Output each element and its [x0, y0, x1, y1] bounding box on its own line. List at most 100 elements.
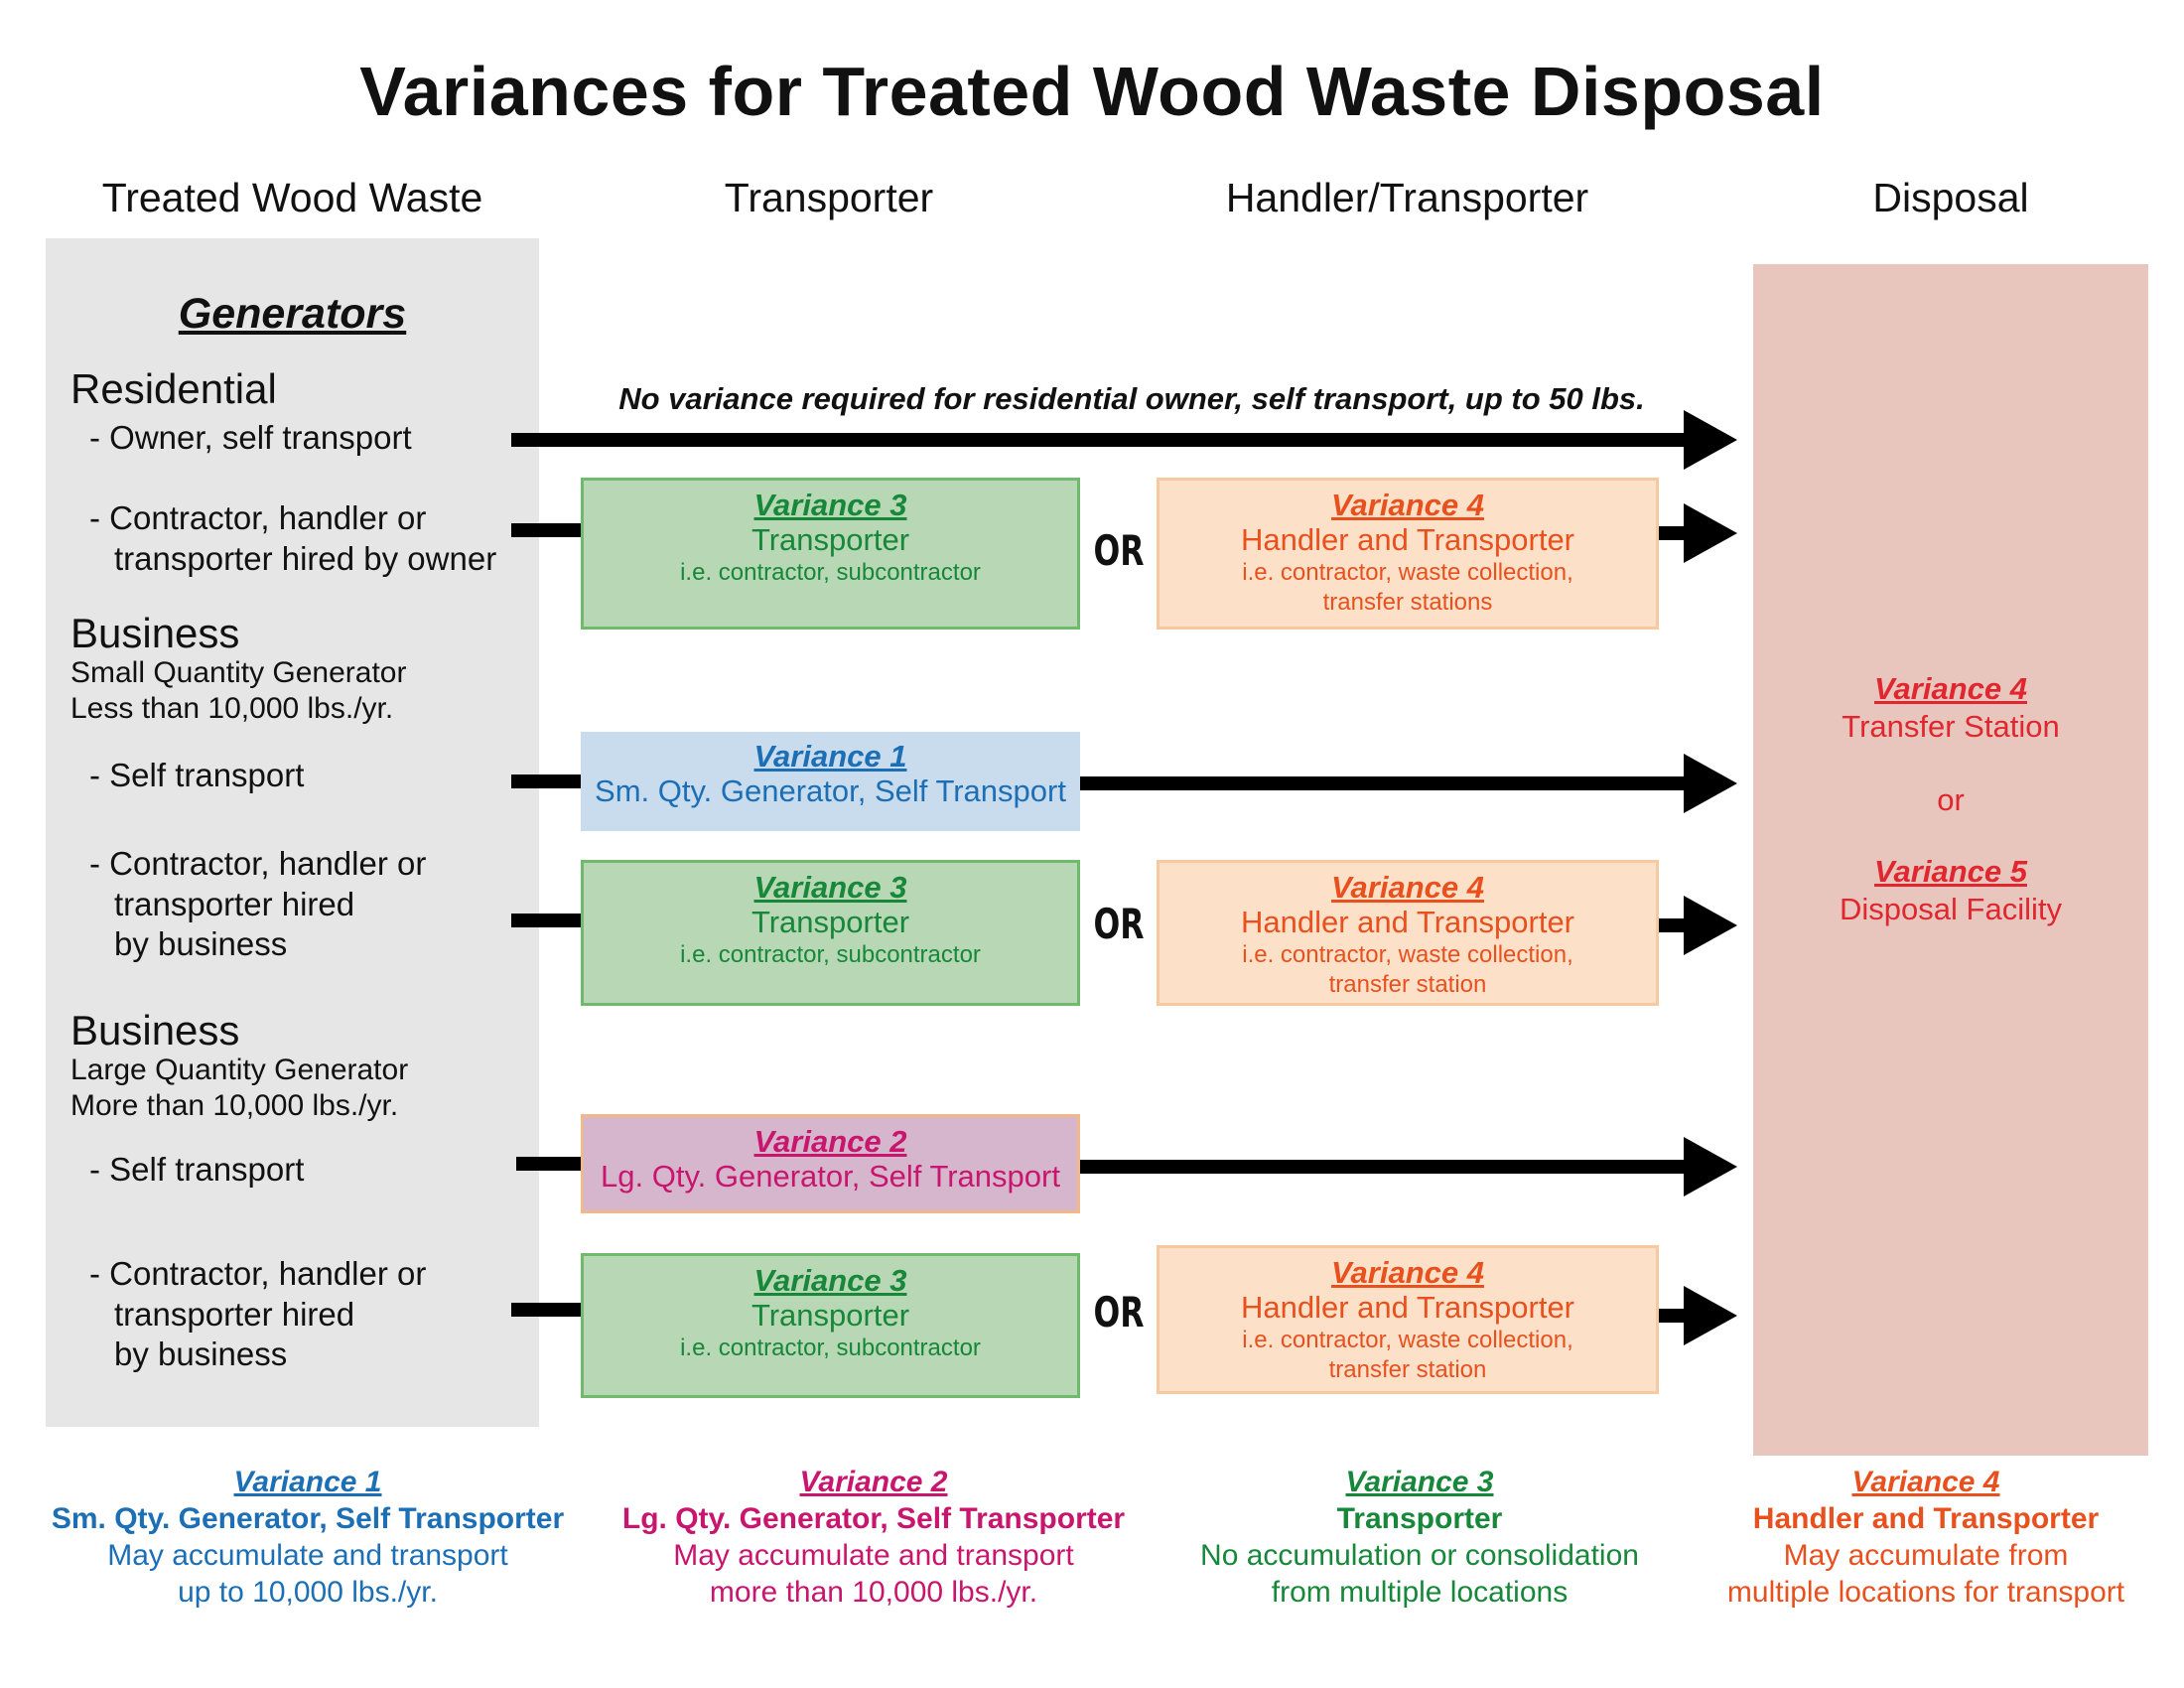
- arrow-line-residential-owner: [511, 433, 1693, 447]
- legend-variance-2: Variance 2 Lg. Qty. Generator, Self Tran…: [596, 1464, 1152, 1611]
- variance-3-detail: i.e. contractor, subcontractor: [680, 1335, 981, 1361]
- column-header-transporter: Transporter: [724, 175, 934, 220]
- variance-2-label: Lg. Qty. Generator, Self Transport: [601, 1159, 1060, 1194]
- arrow-head-residential-hired: [1684, 503, 1737, 563]
- variance-4-box-large-business: Variance 4 Handler and Transporter i.e. …: [1157, 1245, 1659, 1394]
- variance-3-name: Variance 3: [753, 870, 907, 905]
- variance-1-label: Sm. Qty. Generator, Self Transport: [595, 774, 1066, 808]
- variance-4-box-residential: Variance 4 Handler and Transporter i.e. …: [1157, 478, 1659, 630]
- business-small-hired-line2: transporter hired: [114, 886, 355, 922]
- variance-4-detail-line2: transfer stations: [1322, 589, 1493, 616]
- variance-4-name: Variance 4: [1331, 1255, 1484, 1290]
- arrow-head-small-self: [1684, 754, 1737, 813]
- variance-4-detail-line1: i.e. contractor, waste collection,: [1242, 1327, 1573, 1353]
- or-label-row3: OR: [1093, 1288, 1145, 1336]
- variance-4-label: Handler and Transporter: [1240, 522, 1575, 557]
- connector-residential-hired: [511, 523, 581, 537]
- connector-small-self: [511, 774, 581, 788]
- legend-variance-1-line1: May accumulate and transport: [107, 1539, 508, 1572]
- legend-variance-4-label: Handler and Transporter: [1752, 1502, 2100, 1535]
- connector-large-self: [516, 1157, 581, 1171]
- residential-hired-item-line1: - Contractor, handler or: [89, 499, 427, 536]
- arrow-line-large-self: [1080, 1160, 1693, 1174]
- arrow-head-small-hired: [1684, 896, 1737, 955]
- arrow-head-large-self: [1684, 1137, 1737, 1196]
- legend-variance-4-line1: May accumulate from: [1783, 1539, 2069, 1572]
- variance-2-box: Variance 2 Lg. Qty. Generator, Self Tran…: [581, 1114, 1080, 1213]
- legend-variance-3-label: Transporter: [1336, 1502, 1503, 1535]
- legend-variance-3-line2: from multiple locations: [1271, 1576, 1569, 1609]
- residential-owner-item: - Owner, self transport: [89, 419, 412, 456]
- variance-3-box-small-business: Variance 3 Transporter i.e. contractor, …: [581, 860, 1080, 1006]
- legend-variance-1-name: Variance 1: [233, 1466, 382, 1498]
- variance-3-box-residential: Variance 3 Transporter i.e. contractor, …: [581, 478, 1080, 630]
- legend-variance-2-label: Lg. Qty. Generator, Self Transporter: [621, 1502, 1126, 1535]
- disposal-variance-4: Variance 4 Transfer Station: [1753, 671, 2148, 745]
- generators-panel: [46, 238, 539, 1427]
- business-small-hired-line3: by business: [114, 925, 288, 962]
- legend-variance-3: Variance 3 Transporter No accumulation o…: [1142, 1464, 1698, 1611]
- variance-4-detail-line2: transfer station: [1328, 971, 1487, 998]
- legend-variance-1-line2: up to 10,000 lbs./yr.: [178, 1576, 438, 1609]
- variance-4-label: Handler and Transporter: [1240, 905, 1575, 939]
- business-large-sub-line1: Large Quantity Generator: [70, 1054, 409, 1086]
- page-title: Variances for Treated Wood Waste Disposa…: [359, 53, 1825, 130]
- no-variance-note: No variance required for residential own…: [618, 381, 1645, 416]
- legend-variance-2-line2: more than 10,000 lbs./yr.: [709, 1576, 1038, 1609]
- legend-variance-3-name: Variance 3: [1345, 1466, 1494, 1498]
- variance-4-box-small-business: Variance 4 Handler and Transporter i.e. …: [1157, 860, 1659, 1006]
- variance-3-box-large-business: Variance 3 Transporter i.e. contractor, …: [581, 1253, 1080, 1398]
- legend-variance-4-line2: multiple locations for transport: [1726, 1576, 2125, 1609]
- column-header-handler-transporter: Handler/Transporter: [1225, 175, 1589, 220]
- variance-2-name: Variance 2: [753, 1124, 907, 1159]
- arrow-line-small-self: [1080, 776, 1693, 790]
- legend-variance-2-line1: May accumulate and transport: [673, 1539, 1074, 1572]
- connector-large-hired: [511, 1303, 581, 1317]
- business-small-sub-line2: Less than 10,000 lbs./yr.: [70, 692, 394, 725]
- business-small-self-item: - Self transport: [89, 757, 305, 793]
- legend-variance-3-line1: No accumulation or consolidation: [1200, 1539, 1639, 1572]
- variance-3-label: Transporter: [751, 905, 910, 939]
- variance-3-label: Transporter: [751, 522, 910, 557]
- legend-variance-1-label: Sm. Qty. Generator, Self Transporter: [51, 1502, 565, 1535]
- arrow-head-large-hired: [1684, 1286, 1737, 1345]
- variance-4-label: Handler and Transporter: [1240, 1290, 1575, 1325]
- disposal-variance-4-label: Transfer Station: [1842, 709, 2060, 744]
- business-small-hired-line1: - Contractor, handler or: [89, 845, 427, 882]
- connector-small-hired: [511, 914, 581, 927]
- variance-3-name: Variance 3: [753, 1263, 907, 1298]
- residential-label: Residential: [70, 365, 277, 412]
- business-large-sub-line2: More than 10,000 lbs./yr.: [70, 1089, 399, 1122]
- business-small-label: Business: [70, 610, 240, 656]
- business-large-hired-line3: by business: [114, 1336, 288, 1372]
- variance-3-detail: i.e. contractor, subcontractor: [680, 559, 981, 586]
- variance-4-detail-line2: transfer station: [1328, 1356, 1487, 1383]
- legend-variance-4: Variance 4 Handler and Transporter May a…: [1688, 1464, 2164, 1611]
- business-large-self-item: - Self transport: [89, 1151, 305, 1188]
- residential-hired-item-line2: transporter hired by owner: [114, 540, 497, 577]
- variance-4-detail-line1: i.e. contractor, waste collection,: [1242, 559, 1573, 586]
- generators-heading: Generators: [178, 290, 407, 338]
- variance-4-detail-line1: i.e. contractor, waste collection,: [1242, 941, 1573, 968]
- disposal-panel: [1753, 264, 2148, 1456]
- legend-variance-4-name: Variance 4: [1851, 1466, 2000, 1498]
- business-large-hired-line1: - Contractor, handler or: [89, 1255, 427, 1292]
- variance-4-name: Variance 4: [1331, 488, 1484, 522]
- column-header-disposal: Disposal: [1872, 175, 2029, 220]
- or-label-row1: OR: [1093, 526, 1145, 575]
- column-header-treated-wood-waste: Treated Wood Waste: [101, 175, 483, 220]
- variance-4-name: Variance 4: [1331, 870, 1484, 905]
- business-large-label: Business: [70, 1007, 240, 1054]
- disposal-variance-5-name: Variance 5: [1874, 854, 2027, 889]
- legend-variance-1: Variance 1 Sm. Qty. Generator, Self Tran…: [30, 1464, 586, 1611]
- or-label-row2: OR: [1093, 900, 1145, 948]
- arrow-head-residential-owner: [1684, 410, 1737, 470]
- variance-3-detail: i.e. contractor, subcontractor: [680, 941, 981, 968]
- business-large-hired-line2: transporter hired: [114, 1296, 355, 1333]
- variance-3-name: Variance 3: [753, 488, 907, 522]
- variance-1-box: Variance 1 Sm. Qty. Generator, Self Tran…: [581, 732, 1080, 831]
- disposal-variance-5: Variance 5 Disposal Facility: [1753, 854, 2148, 927]
- disposal-variance-4-name: Variance 4: [1874, 671, 2027, 706]
- disposal-variance-5-label: Disposal Facility: [1840, 892, 2062, 926]
- business-small-sub-line1: Small Quantity Generator: [70, 656, 407, 689]
